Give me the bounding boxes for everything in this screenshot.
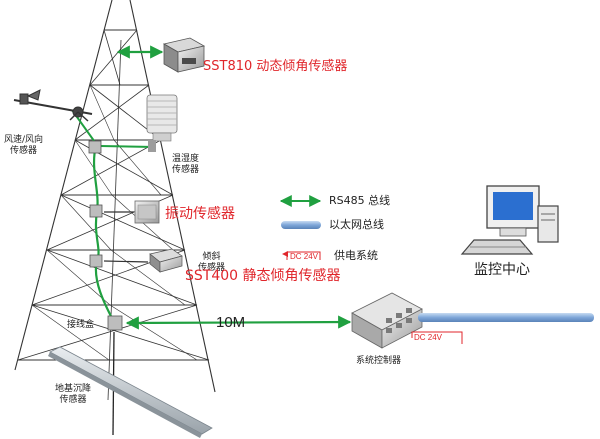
- wind-sensor-label-line2: 传感器: [10, 146, 38, 157]
- legend-power-dc-label: DC 24V: [290, 252, 319, 261]
- vibration-sensor-label: 振动传感器: [165, 206, 235, 222]
- controller-dc-label: DC 24V: [414, 333, 443, 342]
- monitoring-computer-icon: [460, 185, 559, 255]
- controller-power-line: [411, 331, 463, 344]
- wind-sensor-label-line1: 风速/风向: [4, 135, 44, 145]
- vibration-sensor-icon: [134, 200, 160, 224]
- rs485-temp-link: [99, 145, 156, 148]
- settlement-sensor-label: 地基沉降 传感器: [55, 384, 91, 407]
- temp-sensor-label: 温湿度 传感器: [172, 154, 199, 177]
- sst810-sensor-icon: [162, 37, 206, 73]
- settlement-sensor-label-line2: 传感器: [59, 395, 87, 406]
- legend-ethernet-pipe: [281, 221, 321, 229]
- temp-sensor-label-line2: 传感器: [172, 165, 200, 176]
- controller-label: 系统控制器: [356, 356, 402, 366]
- junction-box-icon: [88, 140, 123, 331]
- settlement-sensor-label-line1: 地基沉降: [55, 384, 92, 394]
- tilt-sensor-label-line2: 传感器: [198, 263, 226, 274]
- sst810-label: SST810 动态倾角传感器: [203, 59, 348, 74]
- legend-ethernet-label: 以太网总线: [329, 218, 384, 231]
- monitoring-center-label: 监控中心: [474, 262, 530, 278]
- legend-power-arrow-icon: [282, 251, 288, 257]
- sst400-sensor-icon: [149, 248, 183, 273]
- tilt-sensor-label-line1: 倾斜: [202, 252, 221, 262]
- system-controller-icon: [351, 292, 423, 349]
- wind-sensor-icon: [13, 89, 93, 122]
- ethernet-cable: [418, 313, 594, 322]
- ten-meter-rs485-arrow: [125, 315, 352, 330]
- temperature-humidity-sensor-icon: [146, 94, 178, 152]
- rs485-trunk-cable: [92, 144, 115, 323]
- wind-sensor-label: 风速/风向 传感器: [4, 135, 43, 158]
- legend-rs485-label: RS485 总线: [329, 194, 391, 207]
- distance-label: 10M: [216, 314, 246, 331]
- legend-power-label: 供电系统: [334, 249, 378, 262]
- junction-box-label: 接线盒: [67, 320, 95, 330]
- ground-settlement-sensor-icon: [48, 346, 213, 438]
- tilt-sensor-label: 倾斜 传感器: [198, 252, 225, 275]
- temp-sensor-label-line1: 温湿度: [172, 154, 200, 164]
- rs485-tilt-link: [103, 260, 149, 263]
- sst400-label: SST400 静态倾角传感器: [185, 268, 341, 284]
